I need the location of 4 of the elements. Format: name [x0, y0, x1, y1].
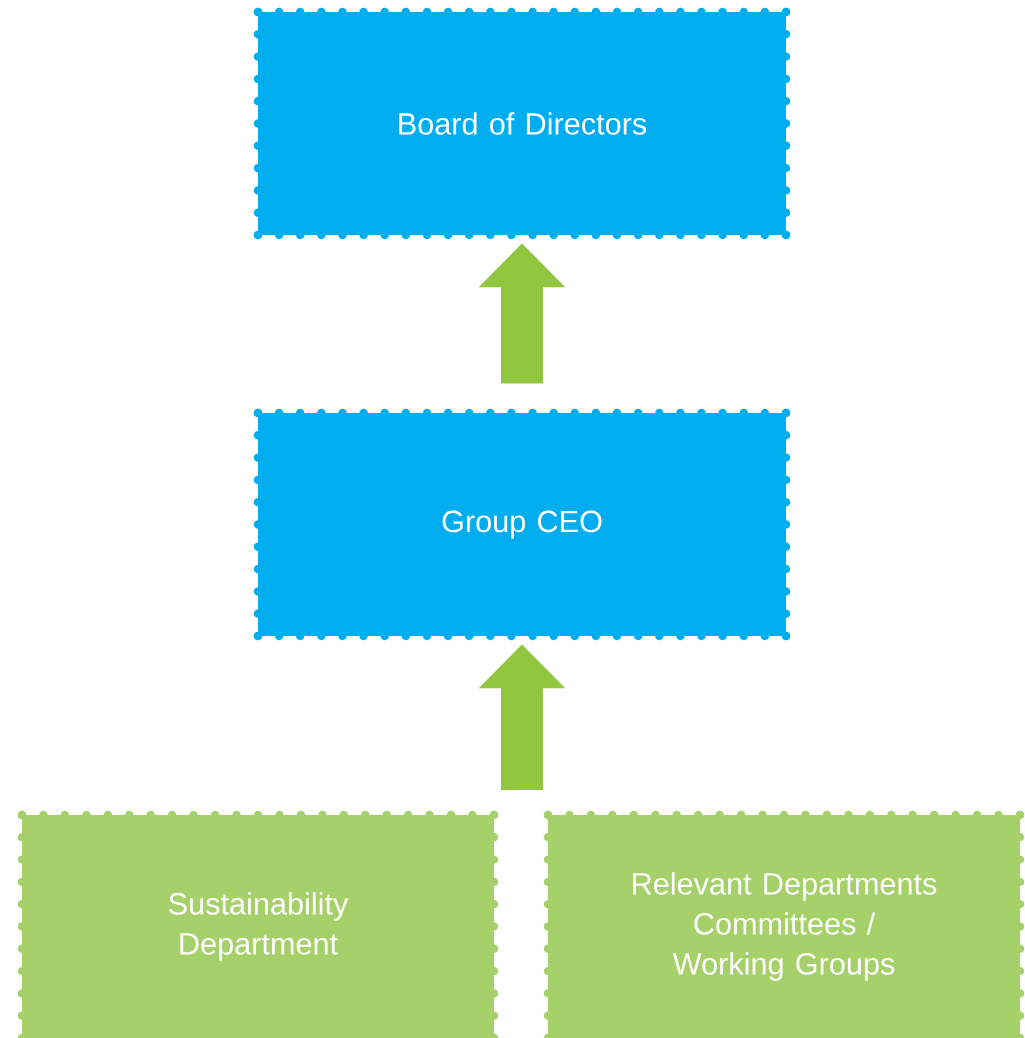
org-box: Group CEO: [253, 408, 791, 641]
org-box: Sustainability Department: [17, 810, 499, 1038]
org-box: Relevant Departments Committees / Working Groups: [543, 810, 1025, 1038]
org-box: Board of Directors: [253, 7, 791, 240]
